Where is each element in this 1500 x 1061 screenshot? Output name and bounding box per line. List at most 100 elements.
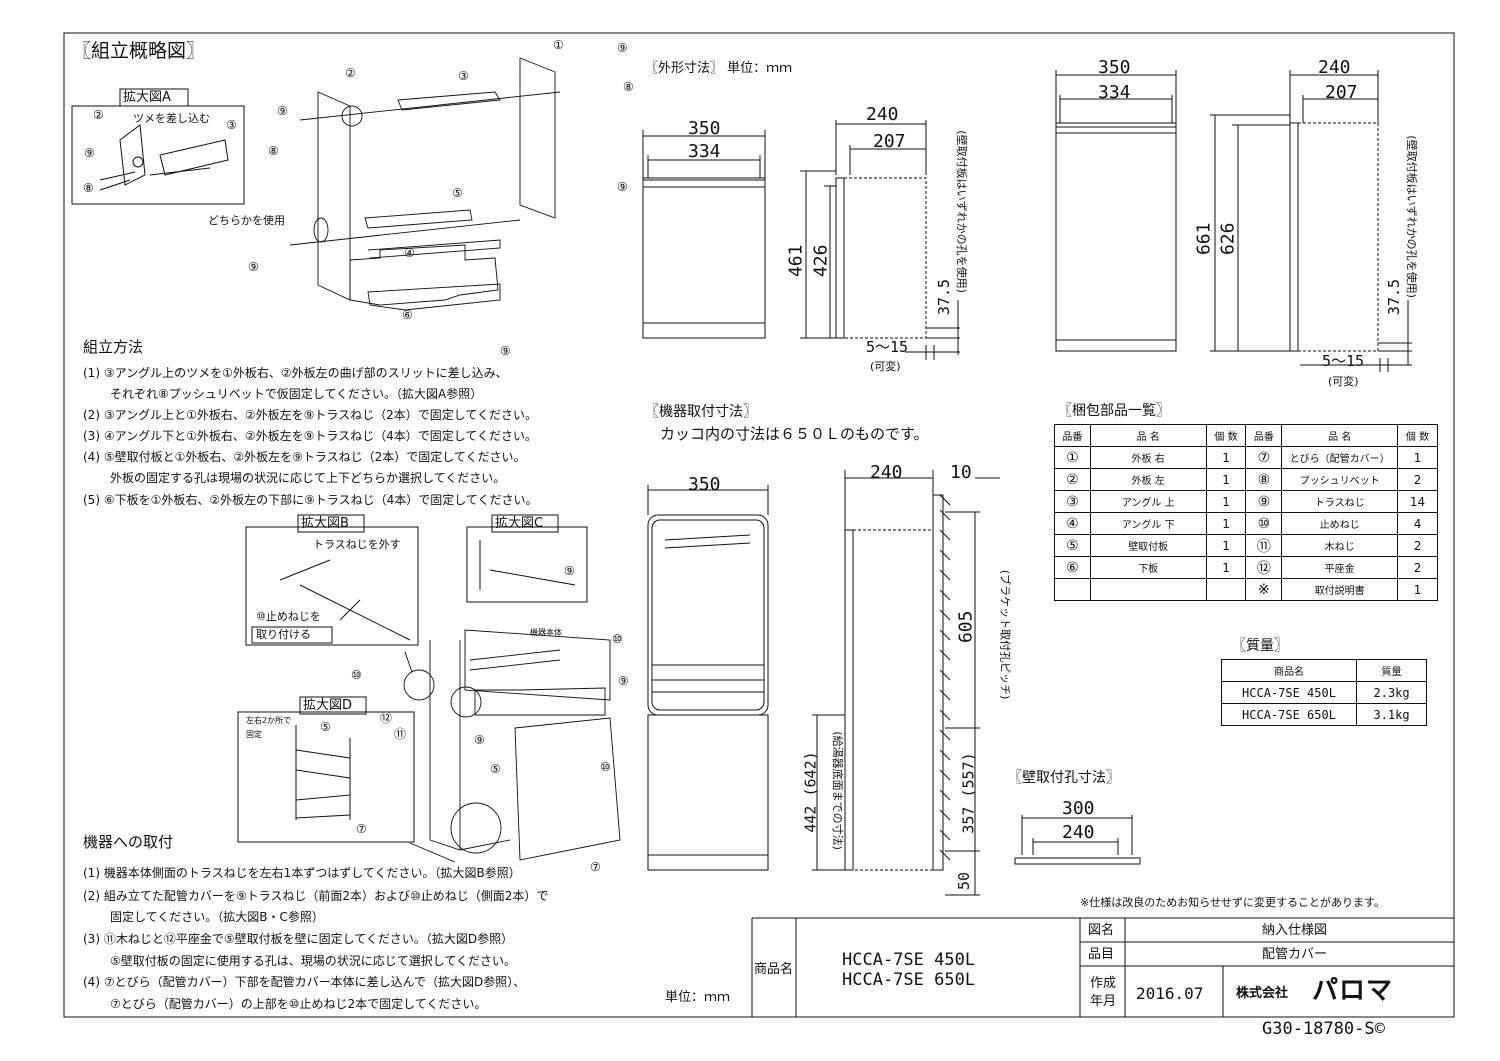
zoom-c-sketch <box>479 540 576 590</box>
parts-header-row: 品番 品 名 個 数 品番 品 名 個 数 <box>1054 424 1438 447</box>
part-name: プッシュリベット <box>1281 468 1399 491</box>
callout-9-unit: ⑨ <box>618 674 629 688</box>
install-line-7: ⑦とびら（配管カバー）の上部を⑩止めねじ2本で固定してください。 <box>110 997 487 1011</box>
install-line-6: (4) ⑦とびら（配管カバー）下部を配管カバー本体に差し込んで（拡大図D参照）、 <box>83 975 526 989</box>
part-qty: 1 <box>1397 446 1438 469</box>
fig-value: 納入仕様図 <box>1262 923 1328 938</box>
mount-h442: 442 (642) <box>801 751 820 833</box>
mass-header-weight: 質量 <box>1356 659 1427 682</box>
outer-450-d240: 240 <box>866 104 899 125</box>
unit-label: 単位：ｍｍ <box>665 990 731 1005</box>
outer-650-h661: 661 <box>1193 222 1215 256</box>
unit-body-label: 機器本体 <box>530 628 562 637</box>
part-name: トラスねじ <box>1281 490 1399 513</box>
item-label: 品目 <box>1088 947 1115 962</box>
part-no: ⑪ <box>1245 534 1283 557</box>
outer-650-h375: 37.5 <box>1385 278 1404 316</box>
part-no: ⑧ <box>1245 468 1283 491</box>
document-number: G30-18780-S© <box>1262 1019 1385 1039</box>
part-no: ⑩ <box>1245 512 1283 535</box>
mass-row: HCCA-7SE 650L 3.1kg <box>1221 703 1427 726</box>
zoom-c-frame <box>466 526 588 603</box>
paloma-logo: パロマ <box>1312 976 1394 1006</box>
parts-header-name2: 品 名 <box>1281 424 1399 447</box>
outer-450-h461: 461 <box>785 244 807 278</box>
mass-header-product: 商品名 <box>1221 659 1357 682</box>
part-no: ⑤ <box>1054 534 1091 557</box>
mount-note: カッコ内の寸法は６５０Ｌのものです。 <box>660 425 929 443</box>
callout-10-c: ⑩ <box>600 760 611 774</box>
part-qty: 1 <box>1397 578 1438 601</box>
zoom-d-label-box <box>299 696 367 715</box>
outer-450-h426: 426 <box>810 244 832 278</box>
wall-w240: 240 <box>1062 822 1095 843</box>
method-line-6: 外板の固定する孔は現場の状況に応じて上下どちらか選択してください。 <box>110 471 506 485</box>
part-qty: 1 <box>1205 512 1247 535</box>
install-line-3: 固定してください。（拡大図B・C参照） <box>110 910 324 924</box>
outer-650-gap: 5～15 <box>1322 352 1365 370</box>
part-qty: 1 <box>1205 490 1247 513</box>
zoom-d-note1: 左右2か所で <box>246 716 292 725</box>
part-name: 止めねじ <box>1281 512 1399 535</box>
mount-title: 〖機器取付寸法〗 <box>645 404 757 420</box>
zoom-c-label: 拡大図C <box>495 516 544 531</box>
callout-9-e: ⑨ <box>500 344 511 358</box>
callout-9-zoomc: ⑨ <box>564 564 575 578</box>
part-no: ③ <box>1054 490 1091 513</box>
zoom-d-label: 拡大図D <box>303 698 353 713</box>
callout-9-zoom: ⑨ <box>84 146 95 160</box>
callout-5: ⑤ <box>452 186 463 200</box>
fig-label: 図名 <box>1088 923 1115 938</box>
parts-header-qty2: 個 数 <box>1397 424 1438 447</box>
product-name-450: HCCA-7SE 450L <box>842 950 976 970</box>
part-qty: 1 <box>1205 468 1247 491</box>
install-title: 機器への取付 <box>83 833 174 851</box>
parts-title: 〖梱包部品一覧〗 <box>1058 403 1170 419</box>
wall-w300: 300 <box>1062 798 1095 819</box>
part-name: 外板 左 <box>1089 468 1207 491</box>
method-line-2: それぞれ⑧プッシュリベットで仮固定してください。（拡大図A参照） <box>110 387 483 401</box>
part-no <box>1054 578 1091 601</box>
callout-9-d: ⑨ <box>248 260 259 274</box>
callout-3-zoom: ③ <box>226 118 237 132</box>
part-no: ① <box>1054 446 1091 469</box>
outer-450-gap: 5～15 <box>866 338 909 356</box>
part-no: ② <box>1054 468 1091 491</box>
callout-10-a: ⑩ <box>612 632 623 646</box>
part-name: 壁取付板 <box>1089 534 1207 557</box>
mount-d10: 10 <box>950 462 972 483</box>
callout-5-zoom: ⑤ <box>320 720 331 734</box>
zoom-b-sketch <box>279 559 411 641</box>
outer-450-w334: 334 <box>688 141 721 162</box>
part-qty <box>1205 578 1247 601</box>
part-no: ⑫ <box>1245 556 1283 579</box>
outer-450-d207: 207 <box>873 131 906 152</box>
part-qty: 1 <box>1205 446 1247 469</box>
callout-4: ④ <box>404 246 415 260</box>
mount-side <box>812 470 1000 896</box>
zoom-a-sketch <box>99 124 229 191</box>
callout-7: ⑦ <box>590 860 601 874</box>
outer-front-650l <box>1055 70 1177 352</box>
callout-5-unit: ⑤ <box>490 762 501 776</box>
outer-side-650l <box>1210 70 1412 372</box>
outer-650-h626: 626 <box>1217 222 1239 256</box>
wall-hole-plate <box>1014 815 1141 865</box>
callout-11: ⑪ <box>394 727 407 741</box>
callout-12: ⑫ <box>380 711 393 725</box>
callout-9-unit2: ⑨ <box>474 733 485 747</box>
callout-7-zoom: ⑦ <box>356 822 367 836</box>
method-line-1: (1) ③アングル上のツメを①外板右、②外板左の曲げ部のスリットに差し込み、 <box>83 366 508 380</box>
mount-w350: 350 <box>688 474 721 495</box>
part-qty: 2 <box>1397 468 1438 491</box>
install-line-5: ⑤壁取付板の固定に使用する孔は、現場の状況に応じて選択してください。 <box>110 954 517 968</box>
mass-table: 商品名 質量 HCCA-7SE 450L 2.3kg HCCA-7SE 650L… <box>1221 659 1427 726</box>
part-name: とびら（配管カバー） <box>1281 446 1399 469</box>
parts-header-no2: 品番 <box>1245 424 1283 447</box>
part-no: ※ <box>1245 578 1283 601</box>
